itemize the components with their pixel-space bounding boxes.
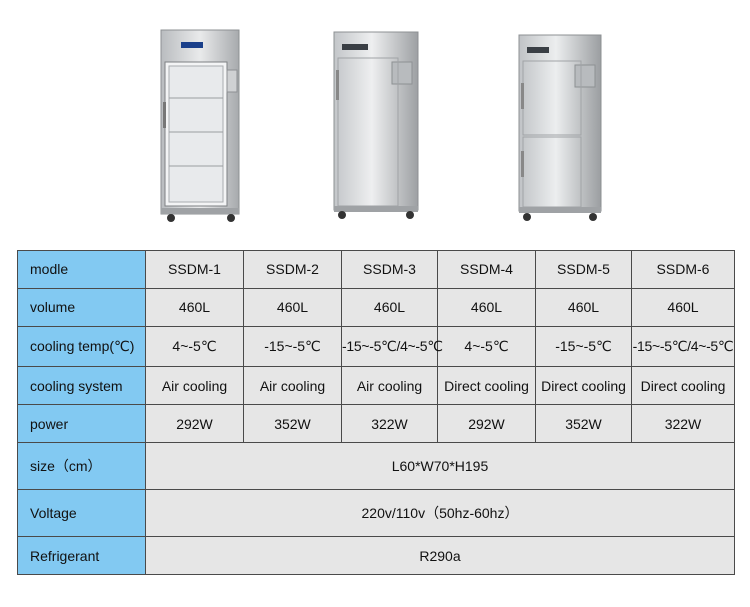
cooling-system-cell: Air cooling (243, 366, 342, 406)
model-cell: SSDM-3 (341, 250, 438, 289)
power-cell: 292W (145, 404, 244, 444)
model-cell: SSDM-6 (631, 250, 735, 289)
power-cell: 352W (535, 404, 632, 444)
row-label-size: size（cm） (17, 442, 146, 491)
table-row-power: power 292W 352W 322W 292W 352W 322W (17, 404, 735, 444)
volume-cell: 460L (437, 287, 536, 327)
glass-door-fridge-image (160, 29, 240, 222)
model-cell: SSDM-4 (437, 250, 536, 289)
model-cell: SSDM-2 (243, 250, 342, 289)
table-row-cooling-system: cooling system Air cooling Air cooling A… (17, 366, 735, 406)
volume-cell: 460L (145, 287, 244, 327)
row-label-refrigerant: Refrigerant (17, 536, 146, 575)
row-label-volume: volume (17, 287, 146, 327)
cooling-system-cell: Air cooling (145, 366, 244, 406)
cooling-system-cell: Direct cooling (631, 366, 735, 406)
model-cell: SSDM-5 (535, 250, 632, 289)
table-row-cooling-temp: cooling temp(℃) 4~-5℃ -15~-5℃ -15~-5℃/4~… (17, 325, 735, 368)
power-cell: 292W (437, 404, 536, 444)
single-door-fridge-image (333, 31, 419, 219)
cooling-system-cell: Direct cooling (535, 366, 632, 406)
row-label-power: power (17, 404, 146, 444)
power-cell: 352W (243, 404, 342, 444)
volume-cell: 460L (535, 287, 632, 327)
cooling-system-cell: Air cooling (341, 366, 438, 406)
volume-cell: 460L (243, 287, 342, 327)
row-label-model: modle (17, 250, 146, 289)
cooling-system-cell: Direct cooling (437, 366, 536, 406)
row-label-cooling-temp: cooling temp(℃) (17, 325, 146, 368)
table-row-model: modle SSDM-1 SSDM-2 SSDM-3 SSDM-4 SSDM-5… (17, 250, 735, 289)
cooling-temp-cell: 4~-5℃ (437, 325, 536, 368)
refrigerant-value: R290a (145, 536, 735, 575)
volume-cell: 460L (631, 287, 735, 327)
table-row-voltage: Voltage 220v/110v（50hz-60hz） (17, 489, 735, 537)
cooling-temp-cell: -15~-5℃/4~-5℃ (631, 325, 735, 368)
table-row-size: size（cm） L60*W70*H195 (17, 442, 735, 491)
table-row-refrigerant: Refrigerant R290a (17, 536, 735, 575)
spec-table: modle SSDM-1 SSDM-2 SSDM-3 SSDM-4 SSDM-5… (17, 250, 735, 575)
row-label-voltage: Voltage (17, 489, 146, 537)
model-cell: SSDM-1 (145, 250, 244, 289)
volume-cell: 460L (341, 287, 438, 327)
cooling-temp-cell: -15~-5℃ (535, 325, 632, 368)
row-label-cooling-system: cooling system (17, 366, 146, 406)
cooling-temp-cell: -15~-5℃ (243, 325, 342, 368)
voltage-value: 220v/110v（50hz-60hz） (145, 489, 735, 537)
power-cell: 322W (631, 404, 735, 444)
power-cell: 322W (341, 404, 438, 444)
size-value: L60*W70*H195 (145, 442, 735, 491)
cooling-temp-cell: 4~-5℃ (145, 325, 244, 368)
table-row-volume: volume 460L 460L 460L 460L 460L 460L (17, 287, 735, 327)
cooling-temp-cell: -15~-5℃/4~-5℃ (341, 325, 443, 368)
two-door-fridge-image (518, 34, 602, 221)
